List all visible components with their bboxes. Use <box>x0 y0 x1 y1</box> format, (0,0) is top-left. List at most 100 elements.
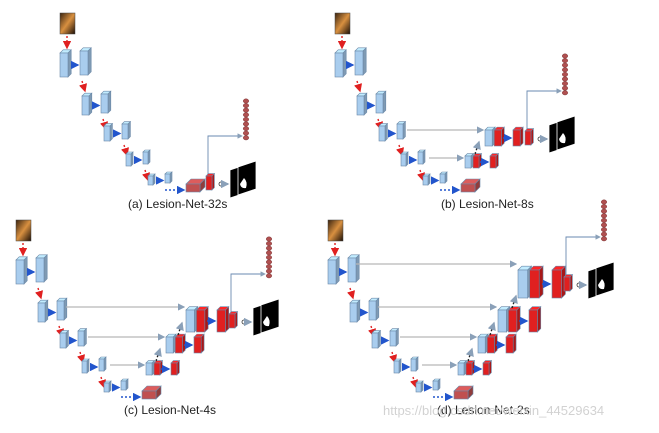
encoder-block-a-4b <box>164 171 173 184</box>
decoder-skip-block-c-1 <box>165 333 177 354</box>
up-arrow-d-2 <box>509 294 518 309</box>
input-image-c <box>15 219 32 242</box>
encoder-block-c-3a-side <box>86 358 90 374</box>
decoder-block-c-1-front <box>174 336 183 354</box>
encoder-block-b-1b <box>375 90 387 114</box>
decoder-block-d-1-side <box>494 333 498 354</box>
decoder-block-d-0-side <box>471 359 475 376</box>
decoder-block-c-1 <box>174 333 187 354</box>
lesion-slices-a-dot-6 <box>242 126 249 132</box>
encoder-block-a-1a <box>81 92 93 116</box>
encoder-block-d-2b-side <box>395 327 399 347</box>
decoder-out-block-b-0 <box>489 152 500 169</box>
lesion-slices-d-dot-2 <box>601 208 608 214</box>
score-block-d <box>563 273 574 292</box>
encoder-block-d-1a-front <box>349 302 358 323</box>
decoder-block-b-0 <box>472 152 483 169</box>
decoder-skip-block-c-0-front <box>145 362 153 376</box>
decoder-out-block-c-0-front <box>170 362 178 376</box>
decoder-out-block-d-2-side <box>537 305 542 333</box>
decoder-out-block-d-0-side <box>488 359 492 376</box>
lesion-slices-b-dot-7 <box>562 85 569 91</box>
lesion-slices-c-dot-1 <box>266 241 273 247</box>
encoder-block-b-1a <box>356 92 368 116</box>
up-arrow-d-1 <box>487 321 496 336</box>
pool-arrow-b-4 <box>416 169 426 182</box>
caption-c: (c) Lesion-Net-4s <box>124 403 217 417</box>
encoder-block-c-2b <box>77 327 88 347</box>
softmax-node-a <box>218 181 224 187</box>
decoder-out-block-d-3 <box>551 265 567 299</box>
input-image-b <box>334 12 351 35</box>
encoder-block-c-2a-front <box>59 332 67 349</box>
lesion-slices-a-dot-7 <box>242 130 249 136</box>
caption-a: (a) Lesion-Net-32s <box>128 197 228 211</box>
decoder-out-block-b-1-side <box>519 126 524 147</box>
decoder-out-block-d-2-front <box>528 309 538 333</box>
softmax-node-b <box>537 136 543 142</box>
score-block-c <box>228 310 239 329</box>
encoder-block-b-3b-front <box>417 151 424 165</box>
output-masks-a-lesion-mask <box>240 178 247 189</box>
score-block-b-front <box>524 130 532 146</box>
encoder-block-c-1b-side <box>63 297 68 321</box>
encoder-block-b-2b <box>396 120 407 140</box>
encoder-block-c-0a-front <box>15 259 25 285</box>
lesion-slices-b-dot-8 <box>562 90 569 96</box>
lesion-slices-c-dot-3 <box>266 250 273 256</box>
encoder-block-a-3b <box>142 149 151 165</box>
encoder-block-a-0a-front <box>59 52 69 78</box>
decoder-skip-block-c-2-front <box>185 309 195 333</box>
encoder-block-c-0a <box>15 256 28 285</box>
decoder-block-d-1 <box>486 333 499 354</box>
encoder-block-c-3a-front <box>81 360 88 374</box>
encoder-block-b-0b-side <box>362 47 367 76</box>
encoder-block-c-4b-side <box>125 378 129 391</box>
encoder-block-d-4a-front <box>415 382 422 393</box>
encoder-block-c-1a <box>37 299 49 323</box>
lesion-slices-a-dot-3 <box>242 112 249 118</box>
decoder-out-block-b-1 <box>512 126 524 147</box>
lesion-slices-c-dot-5 <box>266 259 273 265</box>
lesion-slices-b-dot-5 <box>562 76 569 82</box>
encoder-block-a-4b-side <box>169 171 173 184</box>
up-arrow-b-0 <box>472 140 481 155</box>
encoder-block-a-3a <box>125 151 134 167</box>
decoder-out-block-d-0-front <box>482 362 490 376</box>
bottleneck-block-b <box>460 178 481 193</box>
pool-arrow-a-1 <box>78 80 88 93</box>
encoder-block-a-4a-front <box>147 175 154 186</box>
lesion-slices-a-dot-5 <box>242 121 249 127</box>
decoder-block-c-2-front <box>196 309 206 333</box>
lesion-slices-c-dot-6 <box>266 264 273 269</box>
encoder-block-a-0a <box>59 49 72 78</box>
encoder-block-d-4b-front <box>432 380 439 391</box>
lesion-slices-c-dot-4 <box>266 254 273 260</box>
encoder-block-d-4b <box>432 378 441 391</box>
decoder-skip-block-d-3-front <box>517 269 528 299</box>
decoder-block-d-3-side <box>538 265 544 299</box>
encoder-block-d-2b-front <box>389 330 397 347</box>
lesion-slices-d-dot-4 <box>601 217 608 223</box>
encoder-block-d-1b <box>368 297 380 321</box>
lesion-slices-a-dot-8 <box>242 135 249 141</box>
up-arrow-d-0 <box>465 347 474 362</box>
up-arrow-c-1 <box>175 321 184 336</box>
lesion-slices-d-dot-8 <box>601 236 608 242</box>
decoder-skip-block-b-0 <box>464 152 475 169</box>
decoder-out-block-d-1-side <box>512 333 517 354</box>
encoder-block-b-4a <box>422 173 431 186</box>
decoder-block-b-0-side <box>478 152 482 169</box>
encoder-block-c-3b <box>98 356 107 372</box>
panel-b <box>334 12 576 195</box>
encoder-block-b-0b-front <box>354 50 364 76</box>
encoder-block-b-2b-side <box>402 120 406 140</box>
encoder-block-c-2b-side <box>83 327 87 347</box>
encoder-block-a-0b <box>79 47 92 76</box>
pool-arrow-d-1 <box>346 287 356 300</box>
output-masks-d-slice-1 <box>595 261 615 297</box>
decoder-skip-block-d-0 <box>457 359 468 376</box>
decoder-skip-block-b-1-front <box>484 129 493 147</box>
decoder-out-block-b-1-front <box>512 129 521 147</box>
encoder-block-d-4a <box>415 380 424 393</box>
